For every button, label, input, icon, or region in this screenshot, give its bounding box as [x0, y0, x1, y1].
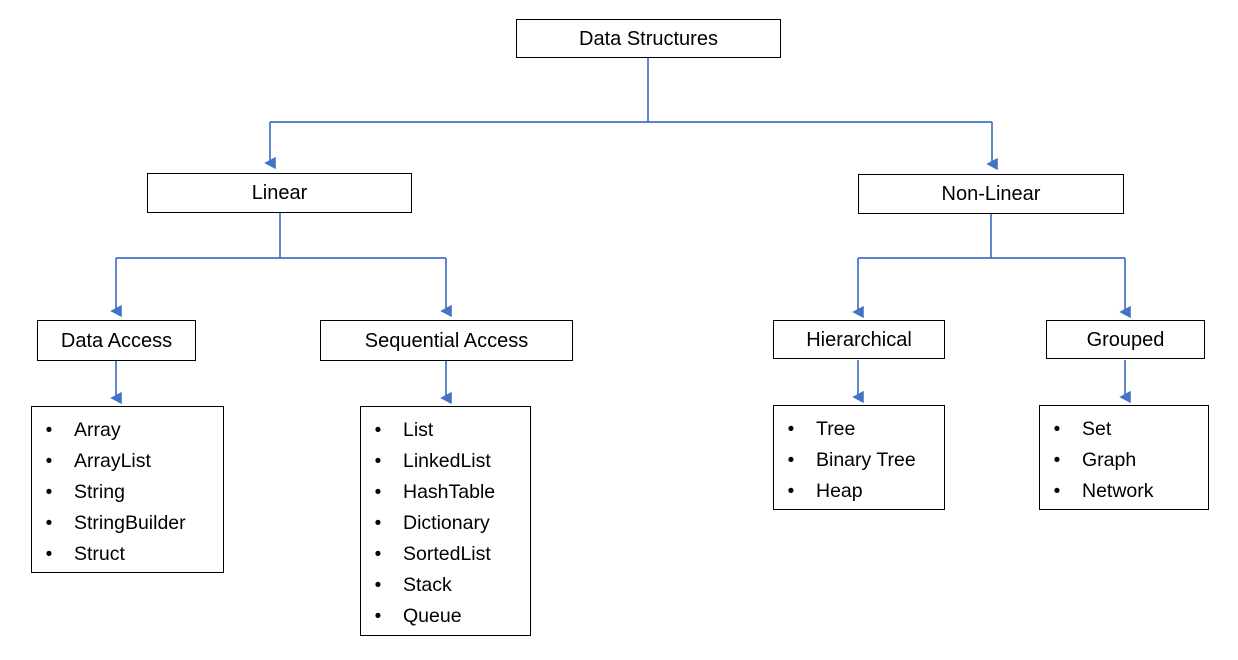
list-item-label: ArrayList: [74, 450, 151, 472]
list-item: • HashTable: [361, 477, 530, 508]
list-item: • SortedList: [361, 539, 530, 570]
list-item: • StringBuilder: [32, 508, 223, 539]
bullet-icon: •: [787, 450, 795, 471]
list-item-label: Set: [1082, 418, 1112, 440]
list-item-label: Array: [74, 419, 121, 441]
list-item-label: String: [74, 481, 125, 503]
bullet-icon: •: [374, 575, 382, 596]
list-sequential-access: • List • LinkedList • HashTable • Dictionary • So…: [361, 415, 530, 632]
list-item: • String: [32, 477, 223, 508]
bullet-icon: •: [787, 419, 795, 440]
list-data-access: • Array • ArrayList • String • StringBuilder • St…: [32, 415, 223, 570]
list-item-label: Graph: [1082, 449, 1137, 471]
list-item-label: Queue: [403, 605, 462, 627]
bullet-icon: •: [45, 451, 53, 472]
list-item: • Heap: [774, 476, 944, 507]
bullet-icon: •: [374, 420, 382, 441]
list-item: • Struct: [32, 539, 223, 570]
leafbox-grouped: • Set • Graph • Network: [1039, 405, 1209, 510]
node-sequential-access[interactable]: Sequential Access: [320, 320, 573, 361]
list-item: • LinkedList: [361, 446, 530, 477]
bullet-icon: •: [45, 420, 53, 441]
list-item: • Binary Tree: [774, 445, 944, 476]
list-item: • ArrayList: [32, 446, 223, 477]
bullet-icon: •: [1053, 419, 1061, 440]
leafbox-hierarchical: • Tree • Binary Tree • Heap: [773, 405, 945, 510]
leafbox-data-access: • Array • ArrayList • String • StringBuilder • St…: [31, 406, 224, 573]
list-item: • Tree: [774, 414, 944, 445]
list-item-label: Heap: [816, 480, 863, 502]
list-item: • Array: [32, 415, 223, 446]
bullet-icon: •: [787, 481, 795, 502]
bullet-icon: •: [1053, 450, 1061, 471]
bullet-icon: •: [374, 513, 382, 534]
list-grouped: • Set • Graph • Network: [1040, 414, 1208, 507]
bullet-icon: •: [374, 482, 382, 503]
node-grouped-label: Grouped: [1086, 328, 1165, 351]
list-item-label: List: [403, 419, 434, 441]
list-item-label: Stack: [403, 574, 452, 596]
bullet-icon: •: [374, 451, 382, 472]
node-data-access[interactable]: Data Access: [37, 320, 196, 361]
leafbox-sequential-access: • List • LinkedList • HashTable • Dictionary • So…: [360, 406, 531, 636]
node-data-access-label: Data Access: [60, 329, 173, 352]
list-item-label: LinkedList: [403, 450, 491, 472]
node-linear-label: Linear: [251, 182, 308, 204]
node-grouped[interactable]: Grouped: [1046, 320, 1205, 359]
bullet-icon: •: [45, 482, 53, 503]
list-item: • List: [361, 415, 530, 446]
list-hierarchical: • Tree • Binary Tree • Heap: [774, 414, 944, 507]
list-item-label: SortedList: [403, 543, 491, 565]
node-non-linear[interactable]: Non-Linear: [858, 174, 1124, 214]
bullet-icon: •: [45, 544, 53, 565]
list-item-label: StringBuilder: [74, 512, 186, 534]
node-data-structures[interactable]: Data Structures: [516, 19, 781, 58]
node-data-structures-label: Data Structures: [579, 27, 718, 50]
bullet-icon: •: [1053, 481, 1061, 502]
node-hierarchical-label: Hierarchical: [806, 328, 912, 351]
bullet-icon: •: [45, 513, 53, 534]
list-item-label: HashTable: [403, 481, 496, 503]
list-item-label: Network: [1082, 480, 1154, 502]
list-item: • Stack: [361, 570, 530, 601]
node-sequential-access-label: Sequential Access: [364, 329, 529, 352]
bullet-icon: •: [374, 544, 382, 565]
list-item-label: Dictionary: [403, 512, 490, 534]
list-item: • Dictionary: [361, 508, 530, 539]
list-item-label: Struct: [74, 543, 125, 565]
list-item: • Set: [1040, 414, 1208, 445]
list-item: • Graph: [1040, 445, 1208, 476]
bullet-icon: •: [374, 606, 382, 627]
node-hierarchical[interactable]: Hierarchical: [773, 320, 945, 359]
list-item-label: Tree: [816, 418, 856, 440]
node-linear[interactable]: Linear: [147, 173, 412, 213]
list-item: • Queue: [361, 601, 530, 632]
node-non-linear-label: Non-Linear: [941, 183, 1041, 205]
list-item-label: Binary Tree: [816, 449, 916, 471]
list-item: • Network: [1040, 476, 1208, 507]
